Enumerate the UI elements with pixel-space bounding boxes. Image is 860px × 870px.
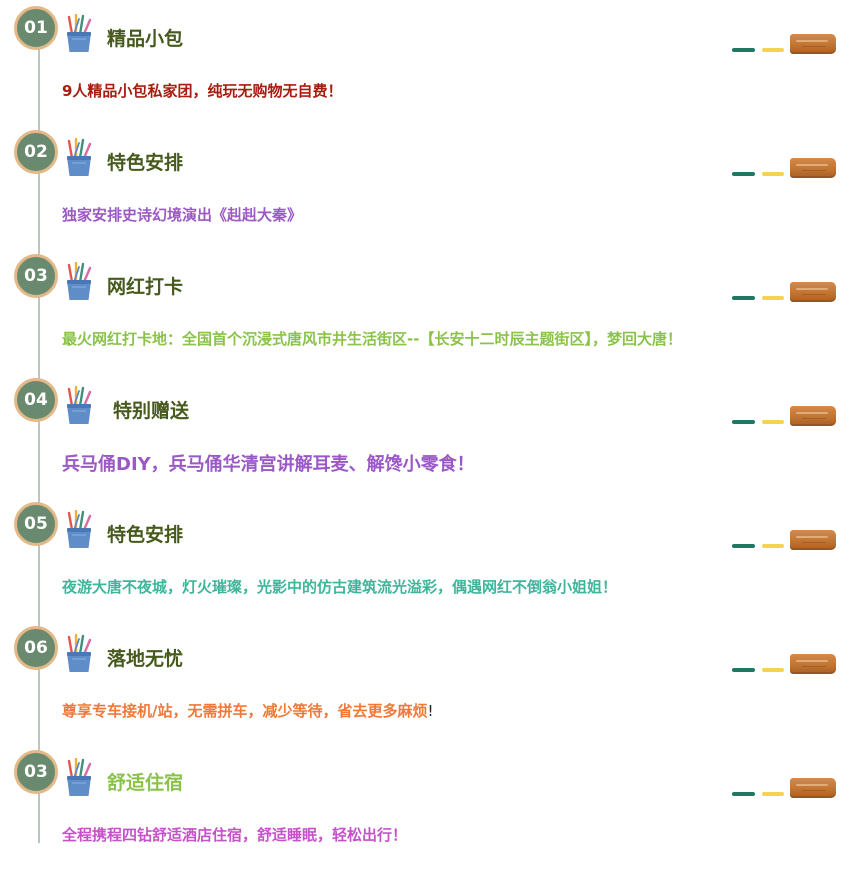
description-text: 全程携程四钻舒适酒店住宿，舒适睡眠，轻松出行！ (62, 826, 408, 844)
timeline-line (38, 30, 40, 843)
pencil-cup-icon (67, 14, 92, 52)
yellow-dash (762, 172, 784, 176)
green-dash (732, 296, 755, 300)
feature-description: 全程携程四钻舒适酒店住宿，舒适睡眠，轻松出行！ (62, 824, 407, 845)
green-dash (732, 48, 755, 52)
green-dash (732, 792, 755, 796)
pencil-cup-icon (67, 758, 92, 796)
feature-title: 精品小包 (107, 28, 184, 50)
wood-plank-divider (732, 32, 836, 56)
yellow-dash (762, 792, 784, 796)
wood-plank-icon (790, 654, 836, 674)
wood-plank-icon (790, 34, 836, 54)
wood-plank-divider (732, 280, 836, 304)
yellow-dash (762, 420, 784, 424)
wood-plank-divider (732, 776, 836, 800)
feature-title: 落地无忧 (107, 648, 184, 670)
description-text: 尊享专车接机/站，无需拼车，减少等待，省去更多麻烦 (62, 702, 428, 720)
green-dash (732, 172, 755, 176)
wood-plank-divider (732, 652, 836, 676)
feature-description: 独家安排史诗幻境演出《赳赳大秦》 (62, 204, 302, 225)
pencil-cup-icon (67, 138, 92, 176)
pencil-cup-icon (67, 510, 92, 548)
wood-plank-divider (732, 404, 836, 428)
feature-item: 02 特色安排 独家安排史诗幻境演出《赳赳大秦》 (0, 126, 860, 250)
feature-description: 夜游大唐不夜城，灯火璀璨，光影中的仿古建筑流光溢彩，偶遇网红不倒翁小姐姐！ (62, 576, 617, 597)
yellow-dash (762, 296, 784, 300)
yellow-dash (762, 668, 784, 672)
description-text: 夜游大唐不夜城，灯火璀璨，光影中的仿古建筑流光溢彩，偶遇网红不倒翁小姐姐！ (62, 578, 618, 596)
yellow-dash (762, 544, 784, 548)
pencil-cup-icon (67, 634, 92, 672)
description-text: 独家安排史诗幻境演出《赳赳大秦》 (62, 206, 303, 224)
number-badge: 04 (14, 378, 58, 422)
feature-item: 05 特色安排 夜游大唐不夜城，灯火璀璨，光影中的仿古建筑流光溢彩，偶遇网红不倒… (0, 498, 860, 622)
wood-plank-icon (790, 778, 836, 798)
feature-title: 网红打卡 (107, 276, 184, 298)
feature-title: 特色安排 (107, 152, 184, 174)
feature-title: 特别赠送 (113, 400, 190, 422)
description-text: 最火网红打卡地：全国首个沉浸式唐风市井生活街区--【长安十二时辰主题街区】，梦回… (62, 330, 682, 348)
feature-description: 尊享专车接机/站，无需拼车，减少等待，省去更多麻烦! (62, 700, 434, 721)
feature-item: 01 精品小包 9人精品小包私家团，纯玩无购物无自费！ (0, 2, 860, 126)
green-dash (732, 420, 755, 424)
pencil-cup-icon (67, 262, 92, 300)
description-tail: ! (427, 702, 434, 720)
description-text: 兵马俑DIY，兵马俑华清宫讲解耳麦、解馋小零食！ (62, 454, 475, 475)
number-badge: 02 (14, 130, 58, 174)
feature-description: 最火网红打卡地：全国首个沉浸式唐风市井生活街区--【长安十二时辰主题街区】，梦回… (62, 328, 682, 349)
feature-item: 04 特别赠送 兵马俑DIY，兵马俑华清宫讲解耳麦、解馋小零食！ (0, 374, 860, 498)
feature-description: 9人精品小包私家团，纯玩无购物无自费！ (62, 80, 342, 101)
number-badge: 06 (14, 626, 58, 670)
wood-plank-icon (790, 282, 836, 302)
number-badge: 03 (14, 750, 58, 794)
wood-plank-divider (732, 156, 836, 180)
wood-plank-icon (790, 530, 836, 550)
wood-plank-icon (790, 158, 836, 178)
green-dash (732, 668, 755, 672)
number-badge: 01 (14, 6, 58, 50)
feature-item: 03 网红打卡 最火网红打卡地：全国首个沉浸式唐风市井生活街区--【长安十二时辰… (0, 250, 860, 374)
feature-description: 兵马俑DIY，兵马俑华清宫讲解耳麦、解馋小零食！ (62, 450, 475, 476)
feature-item: 03 舒适住宿 全程携程四钻舒适酒店住宿，舒适睡眠，轻松出行！ (0, 746, 860, 870)
feature-title: 特色安排 (107, 524, 184, 546)
description-text: 9人精品小包私家团，纯玩无购物无自费！ (62, 82, 343, 100)
wood-plank-divider (732, 528, 836, 552)
number-badge: 03 (14, 254, 58, 298)
feature-title: 舒适住宿 (107, 772, 184, 794)
pencil-cup-icon (67, 386, 92, 424)
wood-plank-icon (790, 406, 836, 426)
green-dash (732, 544, 755, 548)
number-badge: 05 (14, 502, 58, 546)
yellow-dash (762, 48, 784, 52)
feature-item: 06 落地无忧 尊享专车接机/站，无需拼车，减少等待，省去更多麻烦! (0, 622, 860, 746)
